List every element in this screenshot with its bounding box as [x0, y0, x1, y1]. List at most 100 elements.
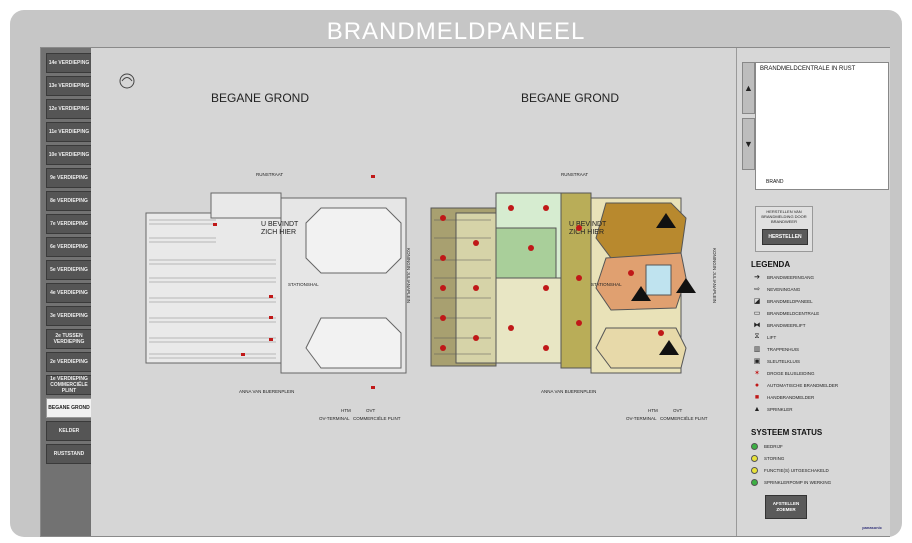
svg-text:OV-TERMINAL: OV-TERMINAL	[626, 416, 657, 421]
floor-button-rest[interactable]: RUSTSTAND	[46, 444, 92, 464]
svg-text:ANNA VAN BUERENPLEIN: ANNA VAN BUERENPLEIN	[541, 389, 596, 394]
status-title: SYSTEEM STATUS	[751, 428, 823, 437]
scroll-up-button[interactable]: ▲	[742, 62, 755, 114]
legend-label: NEVENINGANG	[767, 286, 801, 292]
arrow-right-icon: ➔	[754, 274, 760, 281]
main-panel: 14e VERDIEPING 13e VERDIEPING 12e VERDIE…	[40, 47, 890, 537]
right-floorplan: U BEVINDT ZICH HIER RUNSTRAAT STATIONSHA…	[430, 172, 717, 421]
legend-label: DROGE BLUSLEIDING	[767, 370, 815, 376]
legend-item: ▣SLEUTELKLUIS	[751, 356, 800, 366]
legend-label: BRANDMELDCENTRALE	[767, 310, 820, 316]
legend-label: SLEUTELKLUIS	[767, 358, 801, 364]
status-light-icon	[751, 478, 758, 486]
reset-group: HERSTELLEN VAN BRANDMELDING DOOR BRANDWE…	[755, 206, 813, 252]
sprinkler-icon: ▲	[753, 405, 761, 413]
compass-icon	[119, 73, 135, 89]
scroll-down-button[interactable]: ▼	[742, 118, 755, 170]
floor-button-8[interactable]: 8e VERDIEPING	[46, 191, 92, 211]
floor-button-ground[interactable]: BEGANE GROND	[46, 398, 92, 418]
message-line: BRANDMELDCENTRALE IN RUST	[760, 66, 856, 72]
legend-label: BRANDWEERINGANG	[767, 274, 815, 280]
panel-icon: ◪	[753, 298, 761, 305]
floor-button-11[interactable]: 11e VERDIEPING	[46, 122, 92, 142]
arrow-circle-icon: ⇨	[754, 286, 760, 293]
svg-text:RUNSTRAAT: RUNSTRAAT	[256, 172, 283, 177]
reset-button[interactable]: HERSTELLEN	[762, 229, 808, 245]
message-footer: BRAND	[766, 179, 784, 185]
legend-item: ▲ SPRINKLER	[751, 404, 793, 414]
floor-button-6[interactable]: 6e VERDIEPING	[46, 237, 92, 257]
legend-item: ➔ BRANDWEERINGANG	[751, 272, 814, 282]
manual-call-icon: ■	[754, 393, 760, 401]
elevator-icon: ⧓	[753, 322, 761, 329]
status-item: BEDRIJF	[751, 441, 783, 451]
dry-riser-icon: ✶	[754, 370, 760, 377]
svg-text:COMMERCIËLE PLINT: COMMERCIËLE PLINT	[353, 415, 401, 421]
svg-text:U BEVINDT: U BEVINDT	[261, 221, 299, 228]
svg-text:KONINGIN JULIANAPLEIN: KONINGIN JULIANAPLEIN	[712, 248, 717, 303]
svg-text:KONINGIN JULIANAPLEIN: KONINGIN JULIANAPLEIN	[406, 248, 411, 303]
floor-button-2[interactable]: 2e VERDIEPING	[46, 352, 92, 372]
status-label: SPRINKLERPOMP IN WERKING	[764, 479, 832, 485]
floor-button-13[interactable]: 13e VERDIEPING	[46, 76, 92, 96]
detector-icon: ●	[754, 381, 760, 389]
svg-text:U BEVINDT: U BEVINDT	[569, 221, 607, 228]
legend-item: ⇨ NEVENINGANG	[751, 284, 800, 294]
left-plan-title: BEGANE GROND	[211, 91, 310, 105]
floor-button-9[interactable]: 9e VERDIEPING	[46, 168, 92, 188]
legend-item: ◪ BRANDMELDPANEEL	[751, 296, 813, 306]
svg-text:COMMERCIËLE PLINT: COMMERCIËLE PLINT	[660, 415, 708, 421]
status-light-icon	[751, 442, 758, 450]
mute-buzzer-button[interactable]: AFSTELLEN ZOEMER	[765, 495, 807, 519]
floor-button-10[interactable]: 10e VERDIEPING	[46, 145, 92, 165]
legend-label: BRANDWEERLIFT	[767, 322, 806, 328]
svg-text:ZICH HIER: ZICH HIER	[261, 229, 296, 236]
floor-button-2-mezzanine[interactable]: 2e TUSSEN VERDIEPING	[46, 329, 92, 349]
scroll-controls: ▲ ▼	[742, 62, 755, 170]
stairs-icon: ▥	[753, 346, 761, 353]
status-label: FUNCTIE(S) UITGESCHAKELD	[764, 467, 829, 473]
floor-sidebar: 14e VERDIEPING 13e VERDIEPING 12e VERDIE…	[41, 48, 92, 536]
status-label: BEDRIJF	[764, 443, 783, 449]
legend-item: ●AUTOMATISCHE BRANDMELDER	[751, 380, 838, 390]
floor-button-1-commercial[interactable]: 1e VERDIEPING COMMERCIËLE PLINT	[46, 375, 92, 395]
legend-item: ✶ DROGE BLUSLEIDING	[751, 368, 815, 378]
floor-button-3[interactable]: 3e VERDIEPING	[46, 306, 92, 326]
legend-item: ▥ TRAPPENHUIS	[751, 344, 799, 354]
panel-frame: BRANDMELDPANEEL 14e VERDIEPING 13e VERDI…	[10, 10, 902, 537]
svg-text:OVT: OVT	[673, 408, 683, 413]
legend-label: HANDBRANDMELDER	[767, 394, 815, 400]
panel-title: BRANDMELDPANEEL	[326, 18, 586, 45]
legend-label: BRANDMELDPANEEL	[767, 298, 813, 304]
floor-button-7[interactable]: 7e VERDIEPING	[46, 214, 92, 234]
status-label: STORING	[764, 455, 785, 461]
legend-item: ⧖LIFT	[751, 332, 777, 342]
legend-item: ■ HANDBRANDMELDER	[751, 392, 814, 402]
left-floorplan: U BEVINDT ZICH HIER RUNSTRAAT STATIONSHA…	[145, 172, 411, 421]
legend-title: LEGENDA	[751, 260, 791, 269]
floor-button-4[interactable]: 4e VERDIEPING	[46, 283, 92, 303]
message-display: BRANDMELDCENTRALE IN RUST BRAND	[755, 62, 889, 190]
floor-button-12[interactable]: 12e VERDIEPING	[46, 99, 92, 119]
svg-text:ANNA VAN BUERENPLEIN: ANNA VAN BUERENPLEIN	[239, 389, 294, 394]
floorplans-svg: U BEVINDT ZICH HIER RUNSTRAAT STATIONSHA…	[119, 73, 717, 421]
svg-text:STATIONSHAL: STATIONSHAL	[591, 282, 622, 287]
floor-button-basement[interactable]: KELDER	[46, 421, 92, 441]
lift-icon: ⧖	[754, 333, 760, 340]
legend-label: SPRINKLER	[767, 406, 793, 412]
svg-text:RUNSTRAAT: RUNSTRAAT	[561, 172, 588, 177]
right-plan-title: BEGANE GROND	[521, 91, 620, 105]
status-item: STORING	[751, 453, 784, 463]
right-panel: ▲ ▼ BRANDMELDCENTRALE IN RUST BRAND HERS…	[736, 48, 890, 536]
floorplan-area: U BEVINDT ZICH HIER RUNSTRAAT STATIONSHA…	[91, 48, 736, 536]
floor-button-5[interactable]: 5e VERDIEPING	[46, 260, 92, 280]
svg-text:ZICH HIER: ZICH HIER	[569, 229, 604, 236]
svg-text:OV-TERMINAL: OV-TERMINAL	[319, 416, 350, 421]
floor-button-14[interactable]: 14e VERDIEPING	[46, 53, 92, 73]
reset-caption: HERSTELLEN VAN BRANDMELDING DOOR BRANDWE…	[761, 209, 807, 224]
legend-label: TRAPPENHUIS	[767, 346, 800, 352]
status-item: FUNCTIE(S) UITGESCHAKELD	[751, 465, 829, 475]
brand-logo: panasonic	[862, 525, 882, 530]
legend-item: ⧓ BRANDWEERLIFT	[751, 320, 806, 330]
status-item: SPRINKLERPOMP IN WERKING	[751, 477, 831, 487]
